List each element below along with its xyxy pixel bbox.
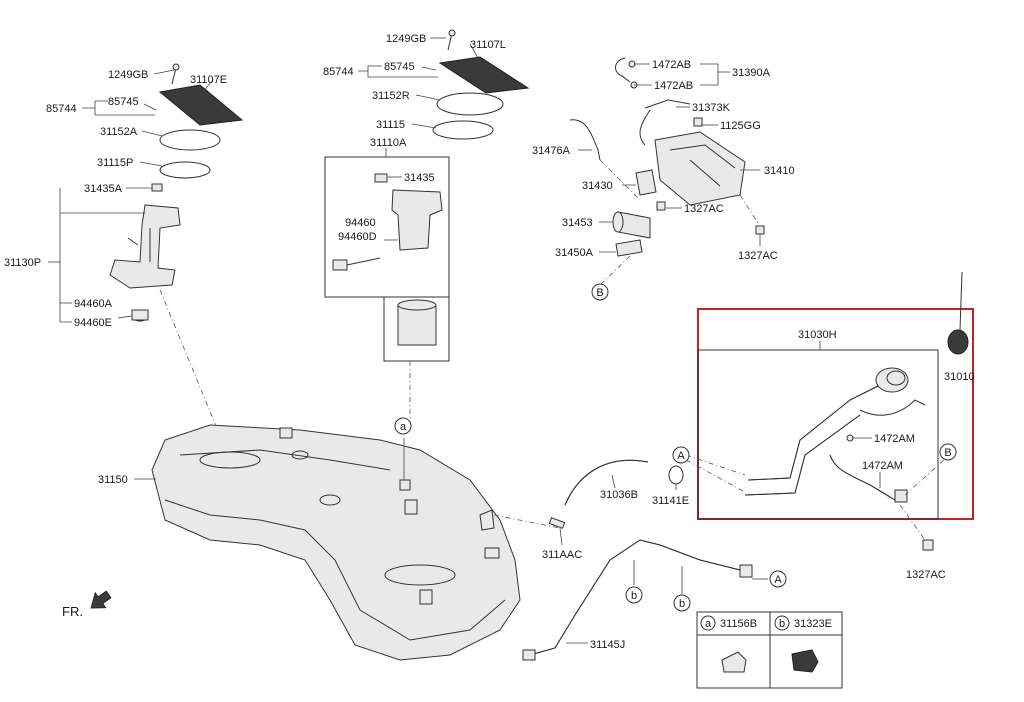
sender-94460d	[332, 259, 348, 271]
clamp-31141e	[668, 465, 684, 485]
clip-1327ac-3	[922, 539, 934, 551]
label-31107e: 31107E	[190, 74, 227, 86]
label-1472am-2: 1472AM	[862, 460, 903, 472]
label-311aac: 311AAC	[542, 549, 582, 561]
gasket-31115	[432, 120, 494, 140]
valve-31430	[635, 169, 657, 196]
clip-31156b-icon	[721, 651, 747, 673]
hose-31476a	[569, 119, 601, 161]
pump-module-31130p	[109, 204, 181, 289]
label-94460d: 94460D	[338, 231, 377, 243]
callout-a-tank: a	[400, 421, 407, 433]
bolt-1125gg	[693, 117, 703, 127]
callout-A-line: A	[774, 574, 782, 586]
label-85745-left: 85745	[108, 96, 139, 108]
fuel-tank-group	[134, 424, 561, 661]
label-31453: 31453	[562, 217, 593, 229]
center-pump-group	[324, 29, 530, 430]
label-31115: 31115	[376, 119, 405, 131]
front-arrow-icon	[90, 590, 112, 609]
fuel-tank-31150	[151, 424, 521, 661]
label-31145j: 31145J	[590, 639, 625, 651]
label-31476a: 31476A	[532, 145, 571, 157]
label-1472ab-1: 1472AB	[652, 59, 691, 71]
clip-311aac	[548, 517, 566, 529]
callout-A-neck: A	[677, 450, 685, 462]
label-94460e: 94460E	[74, 317, 112, 329]
label-31110a: 31110A	[370, 137, 407, 149]
label-31036b: 31036B	[600, 489, 638, 501]
part-31435	[374, 173, 388, 183]
clip-31323e-icon	[791, 649, 819, 673]
callout-circles: a b b B A A B a b	[394, 283, 957, 630]
part-labels: 1249GB 31107E 85744 85745 31152A 31115P …	[4, 33, 975, 651]
ring-31152a	[159, 129, 221, 151]
label-94460a: 94460A	[74, 298, 113, 310]
gasket-31115p	[159, 161, 211, 179]
label-1249gb-left: 1249GB	[108, 69, 148, 81]
label-1327ac-2: 1327AC	[738, 250, 778, 262]
label-31410: 31410	[764, 165, 795, 177]
pump-module-31110a	[391, 189, 443, 251]
ring-31152r	[436, 92, 504, 116]
label-31130p: 31130P	[4, 257, 41, 269]
part-31435a	[151, 183, 163, 192]
cover-plate-31107e	[158, 84, 244, 126]
legend-table	[696, 611, 843, 689]
label-31030h: 31030H	[798, 329, 837, 341]
cover-plate-31107l	[438, 56, 530, 94]
label-94460: 94460	[345, 217, 376, 229]
label-85744-left: 85744	[46, 103, 77, 115]
label-1327ac-1: 1327AC	[684, 203, 724, 215]
label-31435a: 31435A	[84, 183, 123, 195]
label-1472ab-2: 1472AB	[654, 80, 693, 92]
canister-group	[569, 57, 765, 286]
label-31390a: 31390A	[732, 67, 771, 79]
label-31150: 31150	[98, 474, 128, 486]
label-31115p: 31115P	[97, 157, 133, 169]
filler-neck-31030h	[747, 384, 881, 481]
label-1125gg: 1125GG	[720, 120, 761, 132]
reservoir-cup	[397, 304, 437, 346]
clip-1327ac-2	[755, 225, 765, 235]
label-85744-right: 85744	[323, 66, 354, 78]
label-31152a: 31152A	[100, 126, 138, 138]
label-fr: FR.	[62, 604, 83, 619]
bolt-head-left	[172, 63, 180, 71]
label-85745-right: 85745	[384, 61, 415, 73]
label-31450a: 31450A	[555, 247, 594, 259]
legend-b-key: b	[779, 618, 785, 630]
callout-b-line2: b	[679, 598, 685, 610]
filler-neck-group	[685, 271, 974, 551]
fuel-lines-group	[522, 459, 768, 661]
callout-B-neck: B	[944, 447, 951, 459]
label-31435: 31435	[404, 172, 435, 184]
left-pump-group	[48, 63, 244, 461]
label-1472am-1: 1472AM	[874, 433, 915, 445]
callout-b-line1: b	[631, 590, 637, 602]
label-31010: 31010	[944, 371, 975, 383]
bolt-1249gb-left	[171, 67, 177, 85]
legend-label-31156b: 31156B	[720, 618, 757, 630]
label-31430: 31430	[582, 180, 613, 192]
legend-a-key: a	[705, 618, 712, 630]
label-31152r: 31152R	[372, 90, 410, 102]
callout-B-canister: B	[596, 287, 603, 299]
legend-label-31323e: 31323E	[794, 618, 832, 630]
label-31373k: 31373K	[692, 102, 731, 114]
clip-1327ac-1	[656, 201, 666, 211]
label-1249gb-right: 1249GB	[386, 33, 426, 45]
hose-31390a	[615, 57, 631, 83]
label-31141e: 31141E	[652, 495, 689, 507]
bracket-31450a	[615, 239, 643, 257]
cap-31010	[947, 329, 969, 355]
label-1327ac-3: 1327AC	[906, 569, 946, 581]
label-31107l: 31107L	[470, 39, 506, 51]
